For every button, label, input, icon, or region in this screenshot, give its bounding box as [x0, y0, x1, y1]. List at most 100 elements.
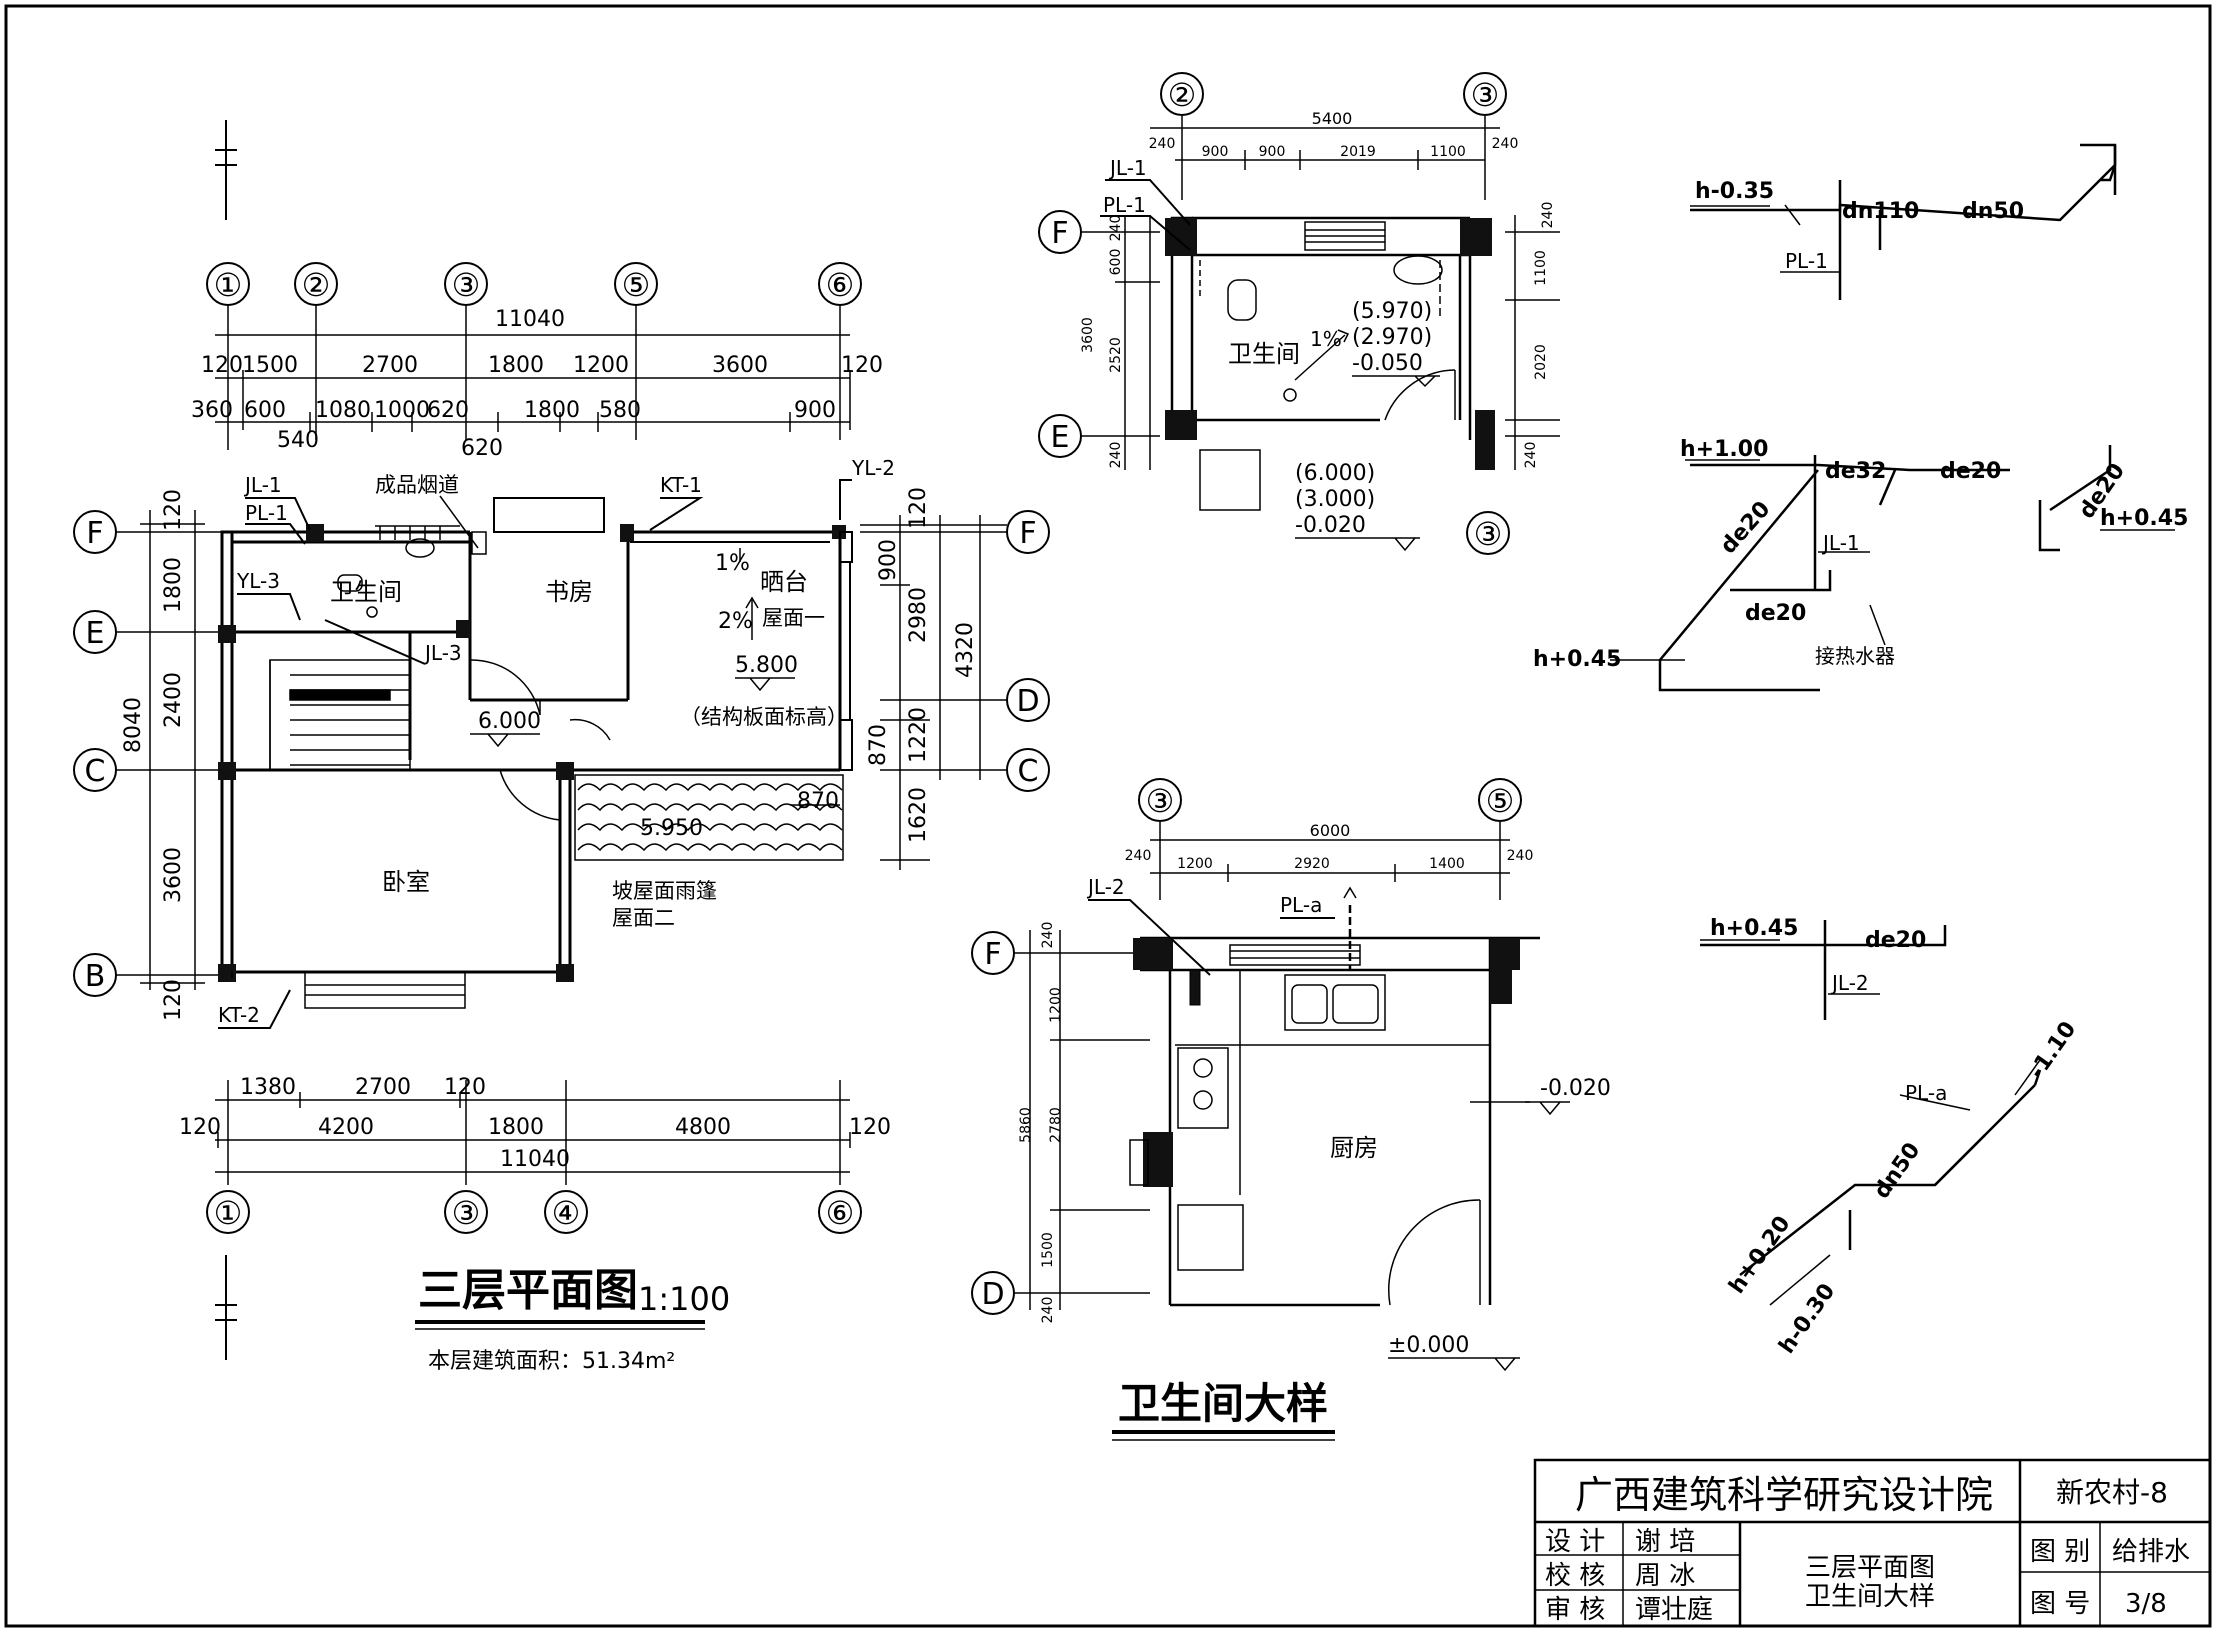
- dim-text: 3600: [712, 353, 768, 378]
- dim-text: 1100: [1430, 144, 1466, 160]
- bath-detail: ② ③ F E ③ 5400 240 900 900 2019: [1038, 72, 1560, 555]
- dim-text: 2020: [1533, 344, 1549, 380]
- slope-2: 2%: [718, 609, 753, 634]
- check-name: 周 冰: [1635, 1561, 1695, 1591]
- dim-text: 1800: [161, 557, 186, 613]
- axis-label: F: [984, 937, 1001, 972]
- level-text: (5.970): [1352, 299, 1432, 324]
- dim-text: 120: [161, 489, 186, 531]
- dim-text: 120: [906, 487, 931, 529]
- dim-total: 8040: [121, 697, 146, 753]
- pipe-pl1: PL-1: [245, 501, 288, 525]
- dim-text: 120: [849, 1115, 891, 1140]
- dim-text: 4800: [675, 1115, 731, 1140]
- axis-label: C: [85, 754, 106, 789]
- dim-text: 240: [1523, 442, 1539, 469]
- iso-dia: dn50: [1962, 199, 2024, 224]
- canopy-roof: [574, 774, 844, 861]
- dim-text: 1620: [906, 787, 931, 843]
- dim-text: 870: [866, 724, 891, 766]
- dim-text: 1220: [906, 707, 931, 763]
- kitchen-detail: ③ ⑤ F D 6000 240 1200 2920 1400 240 240 …: [971, 778, 1611, 1441]
- axis-label: ④: [552, 1194, 581, 1232]
- level-text: (2.970): [1352, 325, 1432, 350]
- dim-text: 900: [1259, 144, 1286, 160]
- axis-label: ③: [1146, 782, 1175, 820]
- dim-text: 1200: [573, 353, 629, 378]
- axis-label: ①: [214, 266, 243, 304]
- category-value: 给排水: [2112, 1537, 2190, 1567]
- axis-label: D: [981, 1277, 1004, 1312]
- pipe-pl1: PL-1: [1103, 193, 1146, 217]
- dim-text: 2700: [362, 353, 418, 378]
- dim-text: 240: [1540, 202, 1556, 229]
- iso-jl2-label: JL-2: [1830, 971, 1869, 995]
- dim-text: 240: [1040, 922, 1056, 949]
- axis-label: ⑤: [622, 266, 651, 304]
- pipe-yl2: YL-2: [851, 456, 895, 480]
- dim-text: 360: [191, 398, 233, 423]
- pipe-jl1: JL-1: [1108, 156, 1147, 180]
- axis-label: F: [1019, 516, 1036, 551]
- iso-level: h+0.45: [1533, 647, 1621, 672]
- axis-label: ③: [452, 1194, 481, 1232]
- roof1-label: 屋面一: [762, 606, 825, 630]
- iso-dia: dn110: [1842, 199, 1919, 224]
- dim-text: 5860: [1018, 1107, 1034, 1143]
- dim-text: 240: [1125, 848, 1152, 864]
- drawing-name-2: 卫生间大样: [1805, 1582, 1935, 1612]
- iso-pla-label: PL-a: [1905, 1081, 1947, 1105]
- room-terrace-label: 晒台: [760, 568, 808, 596]
- dim-text: 1100: [1533, 250, 1549, 286]
- design-name: 谢 培: [1635, 1527, 1695, 1557]
- pipe-pla: PL-a: [1280, 893, 1322, 917]
- room-bedroom-label: 卧室: [382, 868, 430, 896]
- dim-text: 120: [841, 353, 883, 378]
- level-text: ±0.000: [1388, 1333, 1469, 1358]
- dim-text: 240: [1507, 848, 1534, 864]
- axis-label: ⑥: [826, 266, 855, 304]
- number-value: 3/8: [2125, 1589, 2167, 1619]
- slope-1: 1%: [715, 551, 750, 576]
- iso-dia: de32: [1825, 459, 1886, 484]
- plan-doors: [469, 659, 611, 821]
- dim-text: 600: [1108, 249, 1124, 276]
- dim-text: 120: [179, 1115, 221, 1140]
- axis-label: ②: [302, 266, 331, 304]
- dim-text: 1200: [1048, 987, 1064, 1023]
- dim-text: 1800: [488, 1115, 544, 1140]
- dim-text: 240: [1108, 215, 1124, 242]
- dim-text: 900: [794, 398, 836, 423]
- dim-text: 3600: [161, 847, 186, 903]
- dim-text: 4200: [318, 1115, 374, 1140]
- plan-columns: [218, 524, 846, 982]
- axis-label: B: [85, 959, 106, 994]
- pipe-kt2: KT-2: [218, 1003, 260, 1027]
- dim-text: 1400: [1429, 856, 1465, 872]
- iso-level: h-0.35: [1695, 179, 1774, 204]
- detail-title: 卫生间大样: [1118, 1379, 1328, 1428]
- plan-title: 三层平面图: [418, 1265, 638, 1316]
- project-code: 新农村-8: [2056, 1476, 2168, 1509]
- dim-text: 120: [201, 353, 243, 378]
- check-label: 校 核: [1545, 1561, 1605, 1591]
- dim-text: 2520: [1108, 337, 1124, 373]
- dim-text: 1080: [315, 398, 371, 423]
- dim-text: 1380: [240, 1075, 296, 1100]
- drawing-name-1: 三层平面图: [1805, 1553, 1935, 1583]
- bottom-axis-bubbles: ① ③ ④ ⑥: [206, 1190, 862, 1234]
- axis-label: ③: [452, 266, 481, 304]
- axis-label: E: [86, 616, 105, 651]
- dim-text: 1000: [374, 398, 430, 423]
- isometric-jl2: h+0.45 de20 JL-2: [1700, 916, 1947, 1020]
- level-terrace: 5.800: [735, 653, 798, 678]
- dim-text: 900: [876, 539, 901, 581]
- bath-window: [379, 526, 441, 540]
- iso-level: h+0.45: [1710, 916, 1798, 941]
- iso-dia: de20: [1745, 601, 1806, 626]
- axis-label: F: [1051, 216, 1068, 251]
- iso-heater-label: 接热水器: [1815, 644, 1895, 668]
- title-block: 广西建筑科学研究设计院 新农村-8 设 计 谢 培 校 核 周 冰 审 核 谭壮…: [1533, 1458, 2212, 1628]
- dim-total: 11040: [495, 307, 565, 332]
